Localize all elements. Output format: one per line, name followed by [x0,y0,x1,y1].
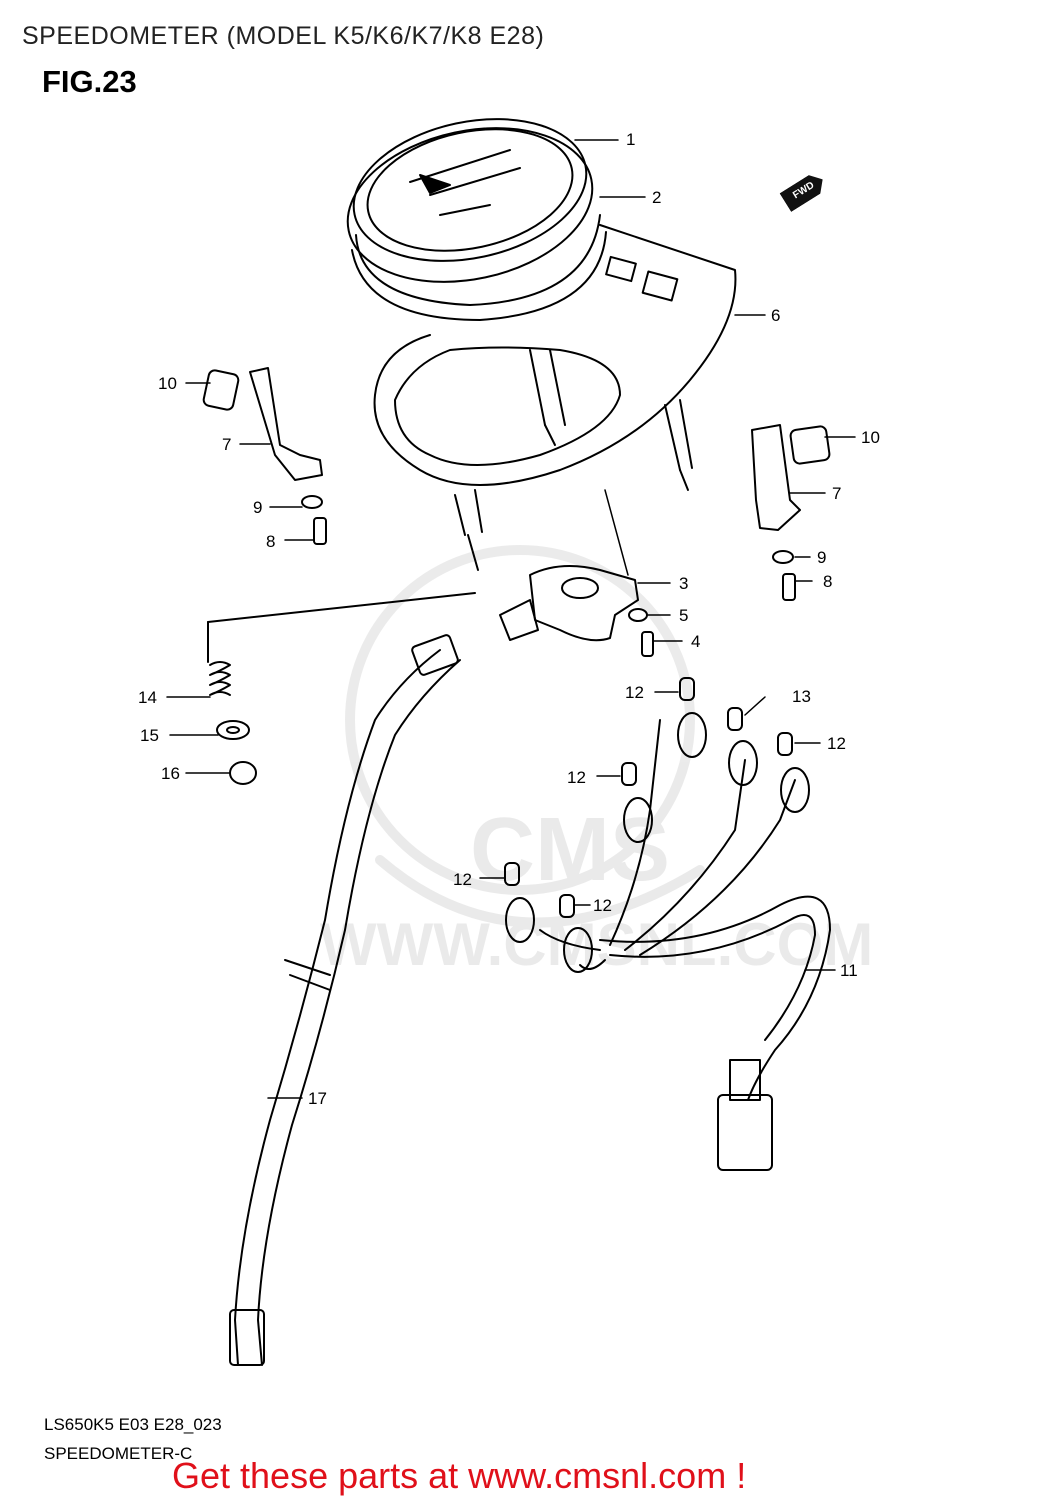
callout-14: 14 [138,688,157,707]
meter-case [373,224,737,571]
callout-10-right: 10 [861,428,880,447]
callout-12-d: 12 [453,870,472,889]
gear-box [499,565,639,642]
callout-10-left: 10 [158,374,177,393]
callout-6: 6 [771,306,781,325]
callout-12-c: 12 [567,768,586,787]
callout-7-left: 7 [222,435,232,454]
callout-3: 3 [679,574,689,593]
svg-text:CMS: CMS [470,800,670,900]
callout-1: 1 [626,130,636,149]
callout-11: 11 [840,961,858,980]
diagram-code: LS650K5 E03 E28_023 [44,1415,222,1434]
speedometer-head [346,118,607,321]
bulbs-sockets [504,677,810,973]
svg-text:WWW.CMSNL.COM: WWW.CMSNL.COM [320,911,873,978]
callout-17: 17 [308,1089,327,1108]
callout-12-b: 12 [827,734,846,753]
page-title: SPEEDOMETER (MODEL K5/K6/K7/K8 E28) [22,22,545,50]
callout-15: 15 [140,726,159,745]
callout-5: 5 [679,606,689,625]
speedometer-cable [229,634,461,1366]
spring-washer-nut [207,592,476,785]
callout-4: 4 [691,632,701,651]
figure-label: FIG.23 [42,64,137,99]
callout-12-a: 12 [625,683,644,702]
callout-7-right: 7 [832,484,842,503]
bracket-right [751,424,831,531]
callout-16: 16 [161,764,180,783]
bracket-left [202,367,323,481]
callout-9-right: 9 [817,548,827,567]
washers-screws [301,495,796,657]
callout-2: 2 [652,188,662,207]
diagram-name: SPEEDOMETER-C [44,1444,193,1463]
leader-lines [166,139,856,1099]
callout-13: 13 [792,687,811,706]
callout-9-left: 9 [253,498,263,517]
cta-link[interactable]: Get these parts at www.cmsnl.com ! [172,1455,747,1496]
callout-8-right: 8 [823,572,833,591]
callout-8-left: 8 [266,532,276,551]
callout-12-e: 12 [593,896,612,915]
